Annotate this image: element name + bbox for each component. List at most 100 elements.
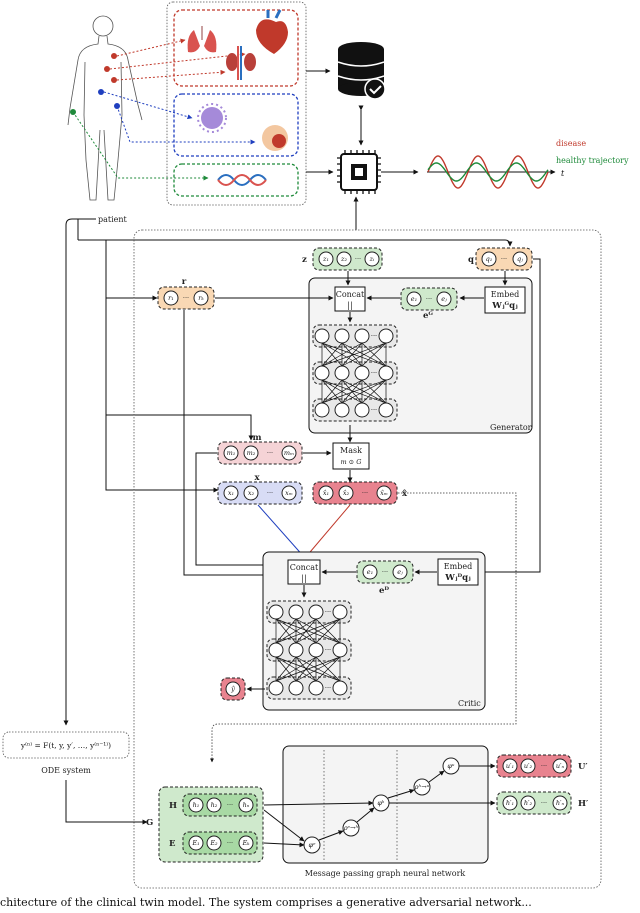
disease-legend: disease xyxy=(556,139,586,148)
phi-u-node: φᵘ xyxy=(442,757,460,775)
concat-critic-box xyxy=(287,559,321,585)
cell-icon xyxy=(262,125,288,151)
ode-label: ODE system xyxy=(41,766,91,775)
critic-panel xyxy=(262,551,486,711)
svg-text:E₁: E₁ xyxy=(191,839,199,847)
svg-text:h₁: h₁ xyxy=(193,801,200,809)
svg-text:···: ··· xyxy=(371,369,377,377)
svg-text:ŷ: ŷ xyxy=(230,685,235,693)
svg-text:eⱼ: eⱼ xyxy=(441,295,447,303)
U-prime-label: U′ xyxy=(578,762,588,772)
mpgnn-label: Message passing graph neural network xyxy=(305,869,466,878)
H-label: H xyxy=(169,801,177,811)
svg-text:···: ··· xyxy=(325,646,331,654)
svg-text:···: ··· xyxy=(267,489,273,497)
svg-text:eⱼ: eⱼ xyxy=(397,568,403,576)
eD-label: eᴰ xyxy=(379,586,389,596)
svg-text:Embed: Embed xyxy=(444,562,472,571)
svg-text:x̂ₘ: x̂ₘ xyxy=(380,488,388,497)
svg-text:z₂: z₂ xyxy=(340,255,347,263)
mask-box xyxy=(332,442,370,470)
generator-label: Generator xyxy=(490,423,532,432)
dna-icon xyxy=(217,174,267,186)
svg-text:···: ··· xyxy=(371,332,377,340)
svg-text:xₘ: xₘ xyxy=(285,489,293,497)
svg-text:Mask: Mask xyxy=(340,446,362,455)
E-label: E xyxy=(169,839,176,849)
z-nodes: z₁ z₂ ··· zᵢ xyxy=(318,251,380,267)
trajectory-plot xyxy=(427,155,556,189)
rho-hu-node: ρʰ→ᵘ xyxy=(413,778,431,796)
svg-text:x₂: x₂ xyxy=(248,489,255,497)
svg-text:q₁: q₁ xyxy=(486,255,493,263)
svg-text:||: || xyxy=(301,574,306,583)
svg-text:x₁: x₁ xyxy=(228,489,234,497)
svg-text:rₖ: rₖ xyxy=(198,294,204,302)
svg-text:x̂₂: x̂₂ xyxy=(343,488,350,497)
svg-text:···: ··· xyxy=(227,801,233,809)
heart-icon xyxy=(256,9,288,54)
G-label: G xyxy=(146,818,153,828)
svg-text:u′₁: u′₁ xyxy=(506,762,514,770)
svg-text:···: ··· xyxy=(325,684,331,692)
svg-text:φᵘ: φᵘ xyxy=(447,762,455,770)
rho-eh-node: ρᵉ→ʰ xyxy=(342,819,360,837)
svg-text:h₂: h₂ xyxy=(211,801,218,809)
xhat-group xyxy=(312,481,398,505)
patient-label: patient xyxy=(98,215,128,224)
kidneys-icon xyxy=(226,46,256,80)
svg-text:···: ··· xyxy=(183,294,189,302)
r-label: r xyxy=(182,277,187,287)
q-nodes: q₁ ··· qⱼ xyxy=(481,251,528,267)
critic-network: ··· ··· ··· xyxy=(266,600,352,700)
m-label: m xyxy=(253,433,262,443)
eG-label: eᴳ xyxy=(423,311,433,321)
svg-text:h′₁: h′₁ xyxy=(506,799,514,807)
svg-text:ρᵉ→ʰ: ρᵉ→ʰ xyxy=(343,824,359,832)
xhat-label: x̂ xyxy=(402,488,408,499)
svg-text:||: || xyxy=(347,301,352,310)
svg-text:z₁: z₁ xyxy=(322,255,329,263)
x-group xyxy=(217,481,303,505)
svg-text:···: ··· xyxy=(355,255,361,263)
virus-icon xyxy=(197,103,227,133)
sources-panel xyxy=(166,1,307,206)
generator-network: ········· xyxy=(312,324,398,422)
processor-icon xyxy=(337,150,381,194)
svg-text:e₁: e₁ xyxy=(367,568,373,576)
svg-text:E₂: E₂ xyxy=(209,839,218,847)
svg-text:hₙ: hₙ xyxy=(243,801,250,809)
svg-text:φʰ: φʰ xyxy=(377,799,385,807)
x-label: x xyxy=(254,473,260,483)
svg-text:x̂₁: x̂₁ xyxy=(323,488,329,497)
embed-generator-box xyxy=(484,286,526,314)
svg-text:···: ··· xyxy=(362,489,368,497)
human-figure-icon xyxy=(67,15,143,201)
H-prime-label: H′ xyxy=(578,799,589,809)
generator-panel xyxy=(308,277,533,434)
svg-text:ρʰ→ᵘ: ρʰ→ᵘ xyxy=(414,783,430,791)
q-label: q xyxy=(468,255,474,265)
svg-text:Embed: Embed xyxy=(491,290,519,299)
svg-text:u′ₙ: u′ₙ xyxy=(556,762,565,770)
organ-group-red xyxy=(173,9,299,87)
healthy-legend: healthy trajectory xyxy=(556,156,629,165)
svg-text:···: ··· xyxy=(501,255,507,263)
database-icon xyxy=(337,42,386,100)
svg-text:m₂: m₂ xyxy=(247,449,256,457)
svg-text:qⱼ: qⱼ xyxy=(517,255,523,263)
lungs-icon xyxy=(187,26,217,53)
svg-text:Wⱼᴰqⱼ: Wⱼᴰqⱼ xyxy=(444,573,471,583)
svg-text:···: ··· xyxy=(227,839,233,847)
svg-text:···: ··· xyxy=(267,449,273,457)
svg-text:Concat: Concat xyxy=(290,563,319,572)
ode-box xyxy=(2,731,130,759)
svg-text:Eₖ: Eₖ xyxy=(241,839,250,847)
svg-text:Concat: Concat xyxy=(336,290,365,299)
svg-text:···: ··· xyxy=(325,608,331,616)
pathogen-group-blue xyxy=(173,93,299,157)
svg-text:Wⱼᴳqⱼ: Wⱼᴳqⱼ xyxy=(491,301,518,311)
ode-equation: y⁽ⁿ⁾ = F(t, y, y′, …, y⁽ⁿ⁻¹⁾) xyxy=(20,741,111,750)
svg-text:h′ₙ: h′ₙ xyxy=(556,799,565,807)
svg-text:···: ··· xyxy=(541,799,547,807)
